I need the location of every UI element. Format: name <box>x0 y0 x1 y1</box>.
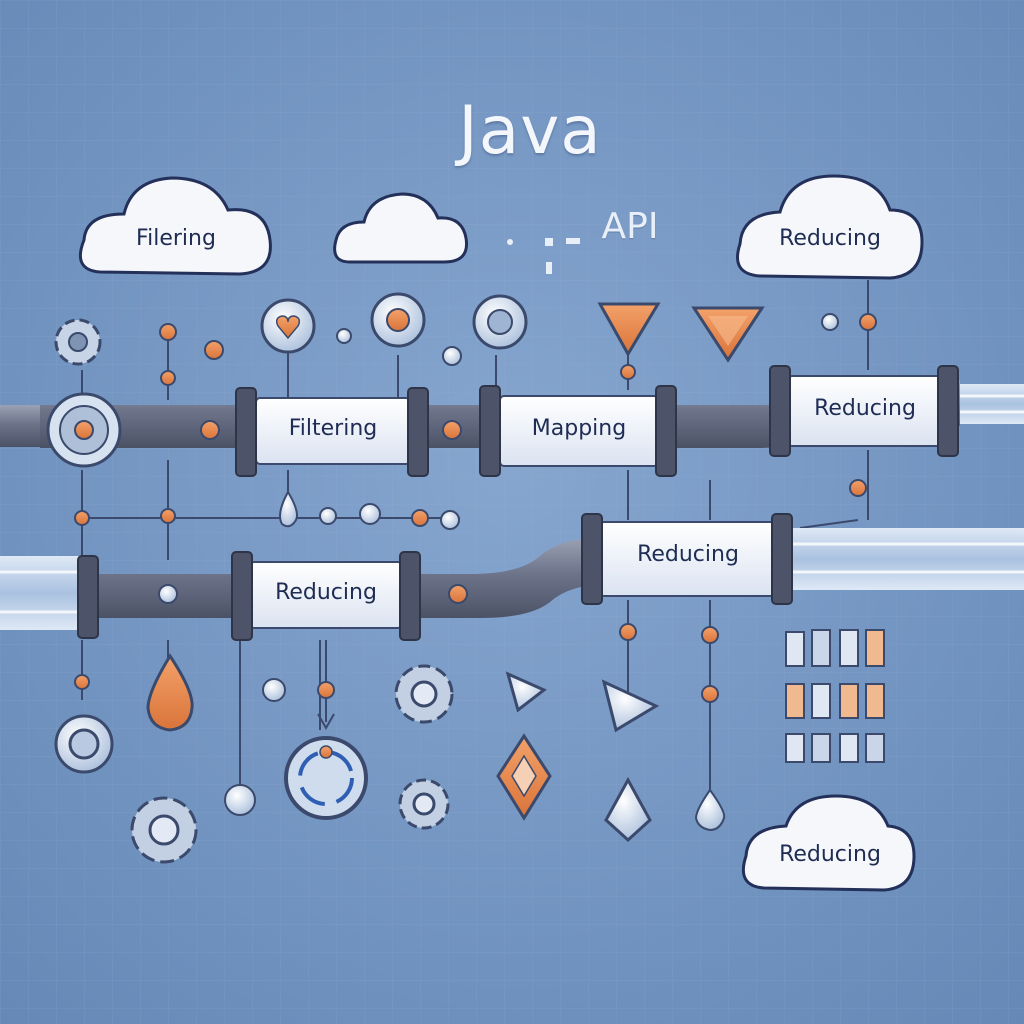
stage-label-reducing-lower-left: Reducing <box>275 580 377 605</box>
triangle-icon <box>505 671 547 713</box>
cloud-top-right <box>736 174 924 280</box>
cloud-label-top-right: Reducing <box>779 226 881 251</box>
cloud-top-middle <box>333 192 469 264</box>
page-title: Java <box>458 92 602 169</box>
diamond-down-icon <box>691 306 765 363</box>
cog-icon <box>130 796 198 864</box>
cycle-icon <box>284 736 368 820</box>
heart-icon <box>260 298 316 354</box>
droplet-icon <box>279 489 298 528</box>
ring-icon <box>54 714 114 774</box>
gem-icon <box>604 776 652 843</box>
pipe-joints <box>77 365 959 641</box>
valve-wheel-icon <box>46 392 122 468</box>
orange-drop-icon <box>146 653 194 732</box>
play-icon <box>601 679 660 733</box>
orange-nodes <box>74 313 877 703</box>
data-cells-grid <box>785 629 885 763</box>
cloud-bottom-right <box>741 794 916 892</box>
orange-diamond-icon <box>496 733 552 821</box>
cloud-label-bottom-right: Reducing <box>779 842 881 867</box>
bubble-nodes <box>158 313 839 816</box>
cloud-label-top-left: Filering <box>136 226 216 251</box>
gear-lower-icon <box>398 778 450 830</box>
stage-label-mapping: Mapping <box>531 416 627 441</box>
gear-icon <box>54 318 102 366</box>
drop-light-icon <box>694 788 726 832</box>
lens-icon <box>370 292 426 348</box>
gear-small-icon <box>394 664 454 724</box>
target-icon <box>472 294 528 350</box>
stage-label-filtering: Filtering <box>288 416 378 441</box>
cloud-top-left <box>79 176 272 276</box>
stage-label-reducing-lower-right: Reducing <box>637 542 739 567</box>
stage-label-reducing-upper: Reducing <box>814 396 916 421</box>
funnel-icon <box>597 302 661 357</box>
page-subtitle: API <box>601 206 659 247</box>
specks <box>507 238 580 274</box>
